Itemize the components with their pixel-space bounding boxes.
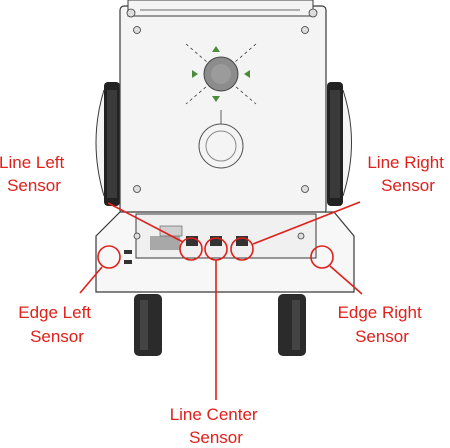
line-left-leader <box>107 202 184 243</box>
edge-left-label-line2: Sensor <box>30 327 84 346</box>
line-left-sensor-marker <box>179 237 203 261</box>
line-left-label-line2: Sensor <box>7 176 61 195</box>
edge-right-label-line2: Sensor <box>355 327 409 346</box>
line-right-leader <box>252 201 361 245</box>
line-left-label-line1: Line Left <box>0 153 65 172</box>
line-right-label-line2: Sensor <box>381 176 435 195</box>
edge-left-label-line1: Edge Left <box>18 303 91 322</box>
edge-right-label-line1: Edge Right <box>338 303 422 322</box>
line-center-label-line2: Sensor <box>189 428 243 447</box>
line-center-label-line1: Line Center <box>170 405 258 424</box>
front-wheel-left <box>134 294 162 356</box>
edge-right-sensor-marker <box>310 245 334 269</box>
line-center-label: Line Center Sensor <box>170 405 263 447</box>
tire-right <box>327 82 343 206</box>
edge-right-leader <box>329 265 363 295</box>
front-wheel-right <box>278 294 306 356</box>
line-right-label-line1: Line Right <box>367 153 444 172</box>
edge-left-sensor-marker <box>97 245 121 269</box>
center-motor <box>185 43 257 105</box>
edge-left-leader <box>79 266 103 294</box>
tire-left <box>104 82 120 206</box>
edge-right-label: Edge Right Sensor <box>338 303 427 346</box>
line-right-sensor-marker <box>230 237 254 261</box>
robot-lower-chassis <box>95 211 355 293</box>
caster-ring <box>198 110 244 169</box>
robot-top-plate <box>119 0 327 215</box>
line-right-label: Line Right Sensor <box>367 153 448 195</box>
line-left-label: Line Left Sensor <box>0 153 69 195</box>
edge-left-label: Edge Left Sensor <box>18 303 96 346</box>
